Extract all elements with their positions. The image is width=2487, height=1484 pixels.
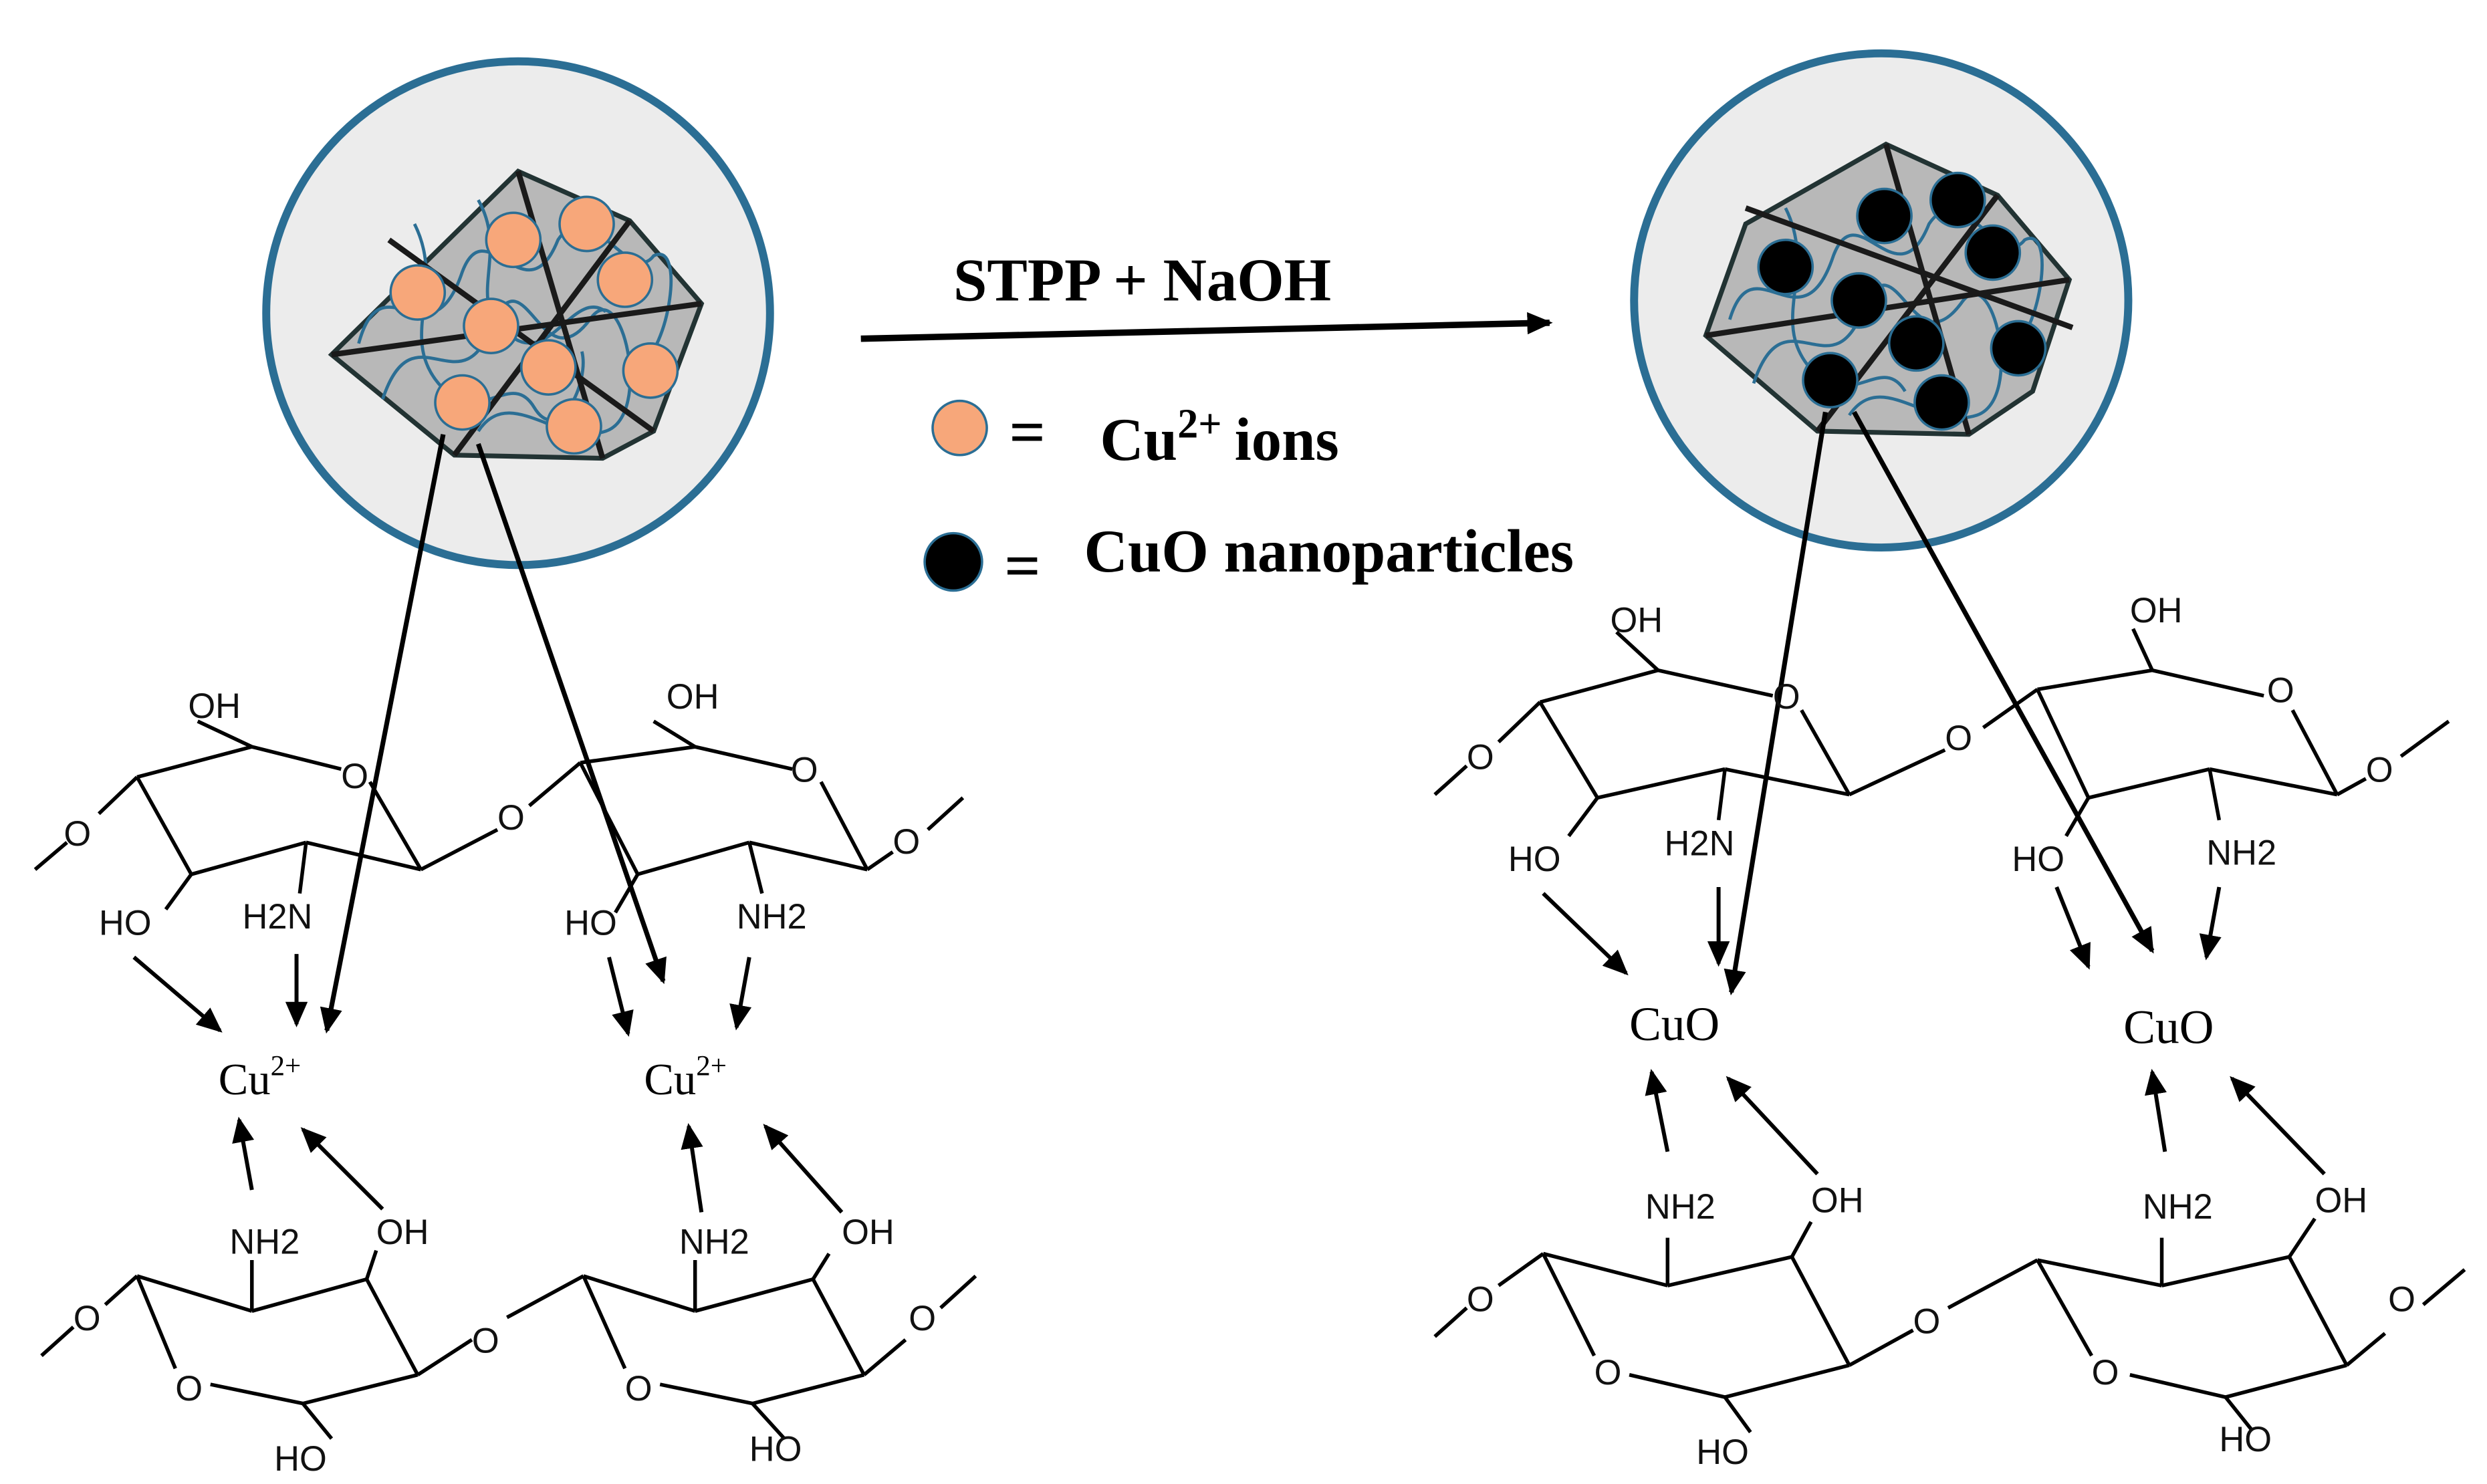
label-ho: HO	[749, 1430, 802, 1469]
right-coordination-arrows	[1542, 886, 2326, 1176]
label-oh: OH	[667, 678, 719, 717]
left-top-chain-labels: OH O O O HO H2N OH O O HO NH2	[64, 678, 920, 943]
label-oh: OH	[376, 1213, 429, 1252]
label-o: O	[2388, 1280, 2415, 1319]
label-o: O	[2267, 671, 2294, 710]
left-pointer-arrows	[320, 434, 667, 1034]
label-nh2: NH2	[1645, 1188, 1715, 1227]
right-bottom-chain	[1433, 1217, 2466, 1434]
legend-ion-label: Cu2+ions	[1100, 402, 1338, 473]
label-nh2: NH2	[2143, 1188, 2213, 1227]
label-ho: HO	[274, 1440, 327, 1479]
label-ho: HO	[1508, 840, 1561, 879]
left-ions	[389, 195, 679, 455]
label-nh2: NH2	[229, 1223, 300, 1261]
legend-equals-1: =	[1009, 396, 1045, 467]
right-nanoparticles	[1757, 171, 2047, 431]
label-o: O	[791, 751, 818, 790]
reaction-label: STPP + NaOH	[953, 246, 1331, 314]
legend-ion-swatch	[931, 399, 988, 457]
cu-ion	[434, 374, 491, 431]
cuo-nanoparticle	[1856, 187, 1913, 245]
left-cu-ion-label: Cu2+	[644, 1050, 727, 1104]
label-o: O	[2366, 751, 2393, 790]
cuo-nanoparticle	[1990, 320, 2047, 377]
cuo-nanoparticle	[1887, 315, 1945, 372]
label-amine: H2N	[242, 898, 312, 937]
label-ho: HO	[99, 904, 152, 943]
label-o: O	[497, 799, 525, 838]
right-pointer-arrows	[1724, 410, 2155, 996]
cuo-nanoparticle	[1929, 171, 1986, 229]
right-top-chain-labels: OH O O O HO H2N OH O O HO NH2	[1467, 592, 2393, 879]
label-o: O	[472, 1322, 499, 1360]
legend-nanoparticle-swatch	[923, 531, 983, 592]
label-ho: HO	[2012, 840, 2064, 879]
left-particle	[262, 57, 774, 570]
reaction-arrow	[860, 312, 1553, 342]
cu-ion	[519, 339, 577, 396]
label-o: O	[1467, 739, 1494, 777]
label-ho: HO	[1696, 1433, 1749, 1472]
label-o: O	[175, 1370, 203, 1408]
cu-ion	[596, 251, 654, 308]
label-o: O	[64, 815, 91, 854]
label-o: O	[1913, 1303, 1941, 1342]
label-o: O	[1945, 719, 1972, 758]
legend-equals-2: =	[1004, 531, 1040, 602]
cu-ion	[463, 297, 519, 354]
right-bottom-chain-labels: NH2 OH O O O HO NH2 OH O O HO	[1467, 1181, 2415, 1472]
label-oh: OH	[188, 687, 241, 726]
label-nh2: NH2	[679, 1223, 749, 1261]
cuo-nanoparticle	[1802, 352, 1859, 409]
label-amine: H2N	[1665, 824, 1735, 863]
left-bottom-chain	[40, 1249, 977, 1440]
label-ho: HO	[2219, 1420, 2272, 1459]
label-oh: OH	[2315, 1181, 2367, 1220]
left-cu-ion-label: Cu2+	[219, 1050, 302, 1104]
cu-ion	[558, 195, 615, 253]
label-o: O	[74, 1300, 101, 1338]
cuo-nanoparticle	[1964, 224, 2022, 281]
cuo-nanoparticle	[1913, 374, 1970, 431]
label-o: O	[1594, 1354, 1622, 1392]
label-o: O	[909, 1300, 936, 1338]
cu-ion	[389, 264, 447, 321]
label-o: O	[1773, 678, 1800, 717]
right-cuo-label: CuO	[1629, 998, 1720, 1051]
cu-ion	[622, 342, 679, 399]
label-oh: OH	[1811, 1181, 1864, 1220]
label-oh: OH	[1610, 601, 1663, 640]
legend-nanoparticle-label: CuO nanoparticles	[1084, 517, 1574, 585]
cuo-nanoparticle	[1757, 239, 1814, 295]
right-particle	[1630, 49, 2133, 552]
left-top-chain	[33, 719, 965, 914]
label-o: O	[625, 1370, 653, 1408]
label-amine: NH2	[2206, 834, 2276, 873]
legend: = Cu2+ions = CuO nanoparticles	[923, 396, 1574, 602]
label-o: O	[341, 757, 368, 796]
cu-ion	[546, 398, 602, 455]
left-bottom-chain-labels: NH2 OH O O O HO NH2 OH O O HO	[74, 1213, 936, 1479]
right-top-chain	[1433, 628, 2450, 838]
label-o: O	[2092, 1354, 2119, 1392]
left-coordination-arrows	[132, 954, 844, 1214]
label-o: O	[893, 823, 920, 862]
label-ho: HO	[564, 904, 617, 943]
label-amine: NH2	[737, 898, 807, 937]
label-oh: OH	[842, 1213, 895, 1252]
cuo-nanoparticle	[1830, 272, 1887, 329]
label-o: O	[1467, 1280, 1494, 1319]
label-oh: OH	[2130, 592, 2183, 630]
cu-ion	[485, 211, 542, 269]
right-cuo-label: CuO	[2123, 1001, 2214, 1054]
